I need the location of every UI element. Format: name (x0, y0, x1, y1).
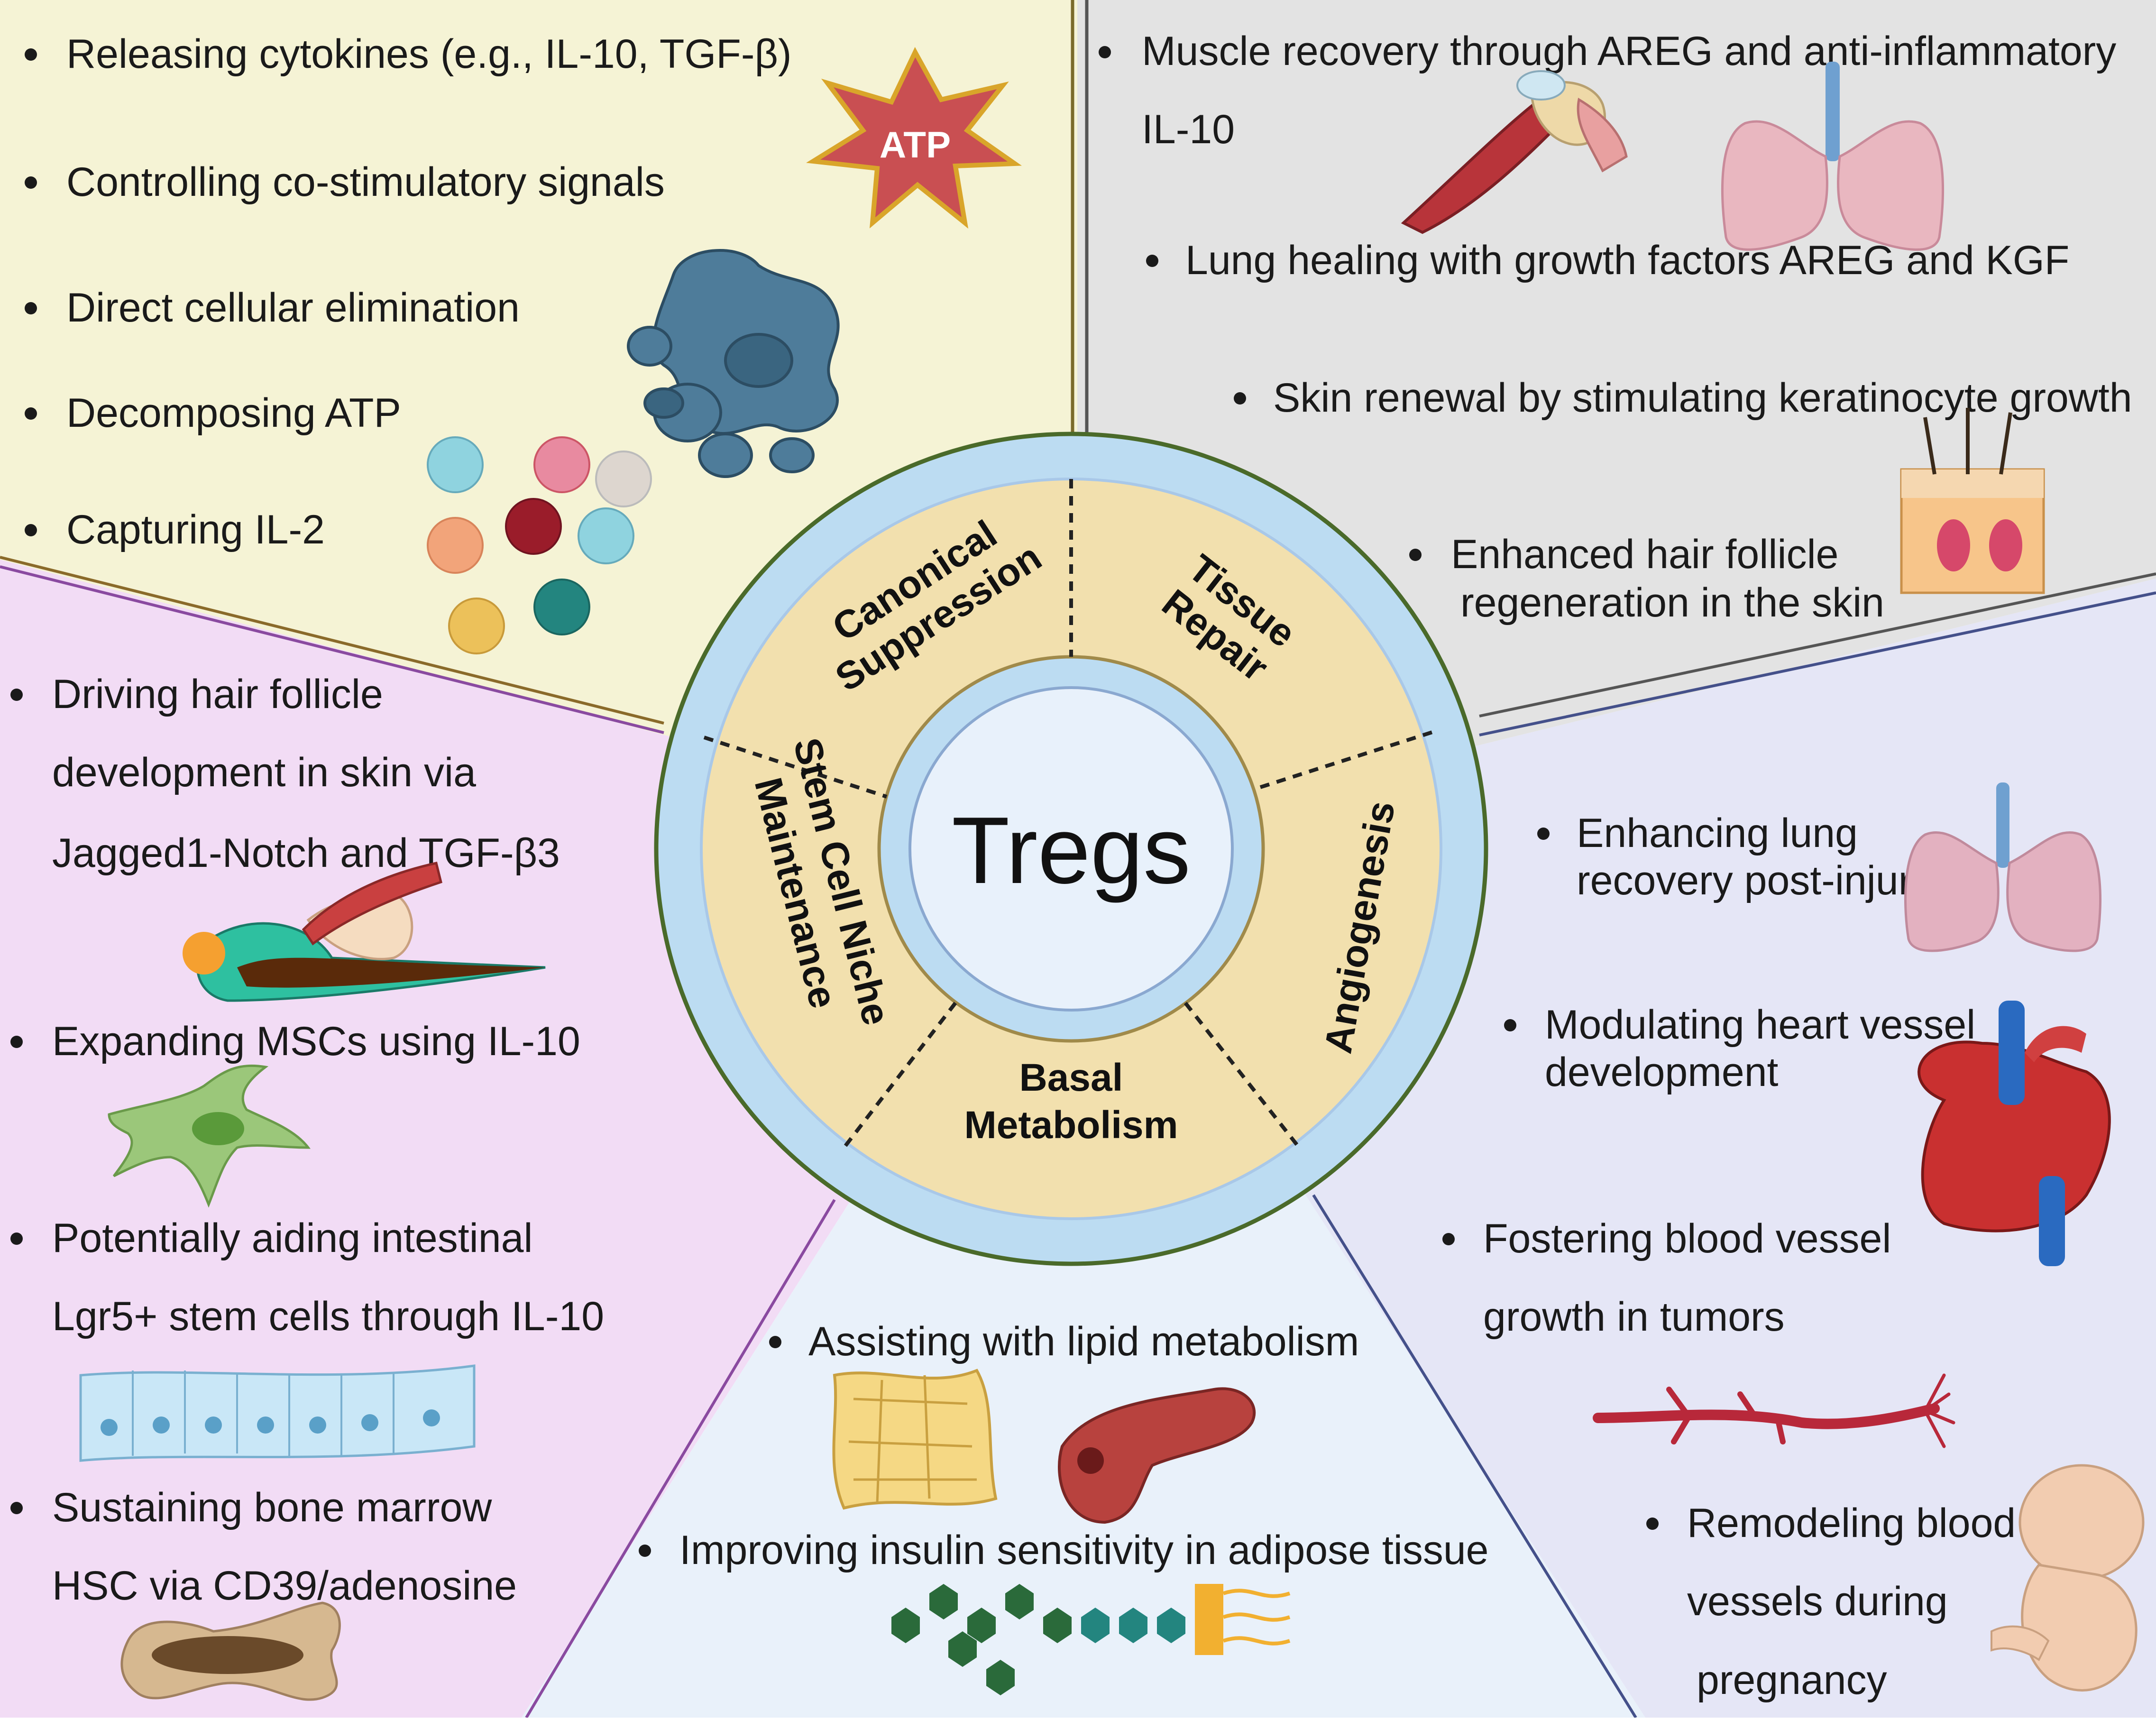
segment-basal-metabolism: Basal Metabolism (964, 1056, 1178, 1147)
bone-marrow-icon (120, 1601, 341, 1701)
item-intestinal-2: Lgr5+ stem cells through IL-10 (52, 1294, 604, 1339)
apoptotic-cell-icon (627, 248, 840, 478)
list-angiogenesis: Enhancing lung recovery post-injury Modu… (1442, 810, 2016, 1703)
item-lung-recovery-2: recovery post-injury (1577, 858, 1932, 903)
item-bone-marrow-2: HSC via CD39/adenosine (52, 1563, 517, 1609)
item-muscle-recovery-2: IL-10 (1142, 107, 1235, 152)
item-muscle-recovery-1: Muscle recovery through AREG and anti-in… (1142, 28, 2116, 74)
blood-vessel-icon (1593, 1373, 1955, 1448)
item-tumor-vessel-2: growth in tumors (1483, 1294, 1785, 1340)
muscle-joint-icon (1401, 70, 1628, 234)
item-lung-recovery-1: Enhancing lung (1577, 810, 1858, 856)
divider-bottom-right (1312, 1194, 1637, 1719)
item-intestinal-1: Potentially aiding intestinal (52, 1215, 533, 1261)
item-direct-elimination: Direct cellular elimination (66, 285, 520, 331)
item-hair-follicle-1: Driving hair follicle (52, 671, 383, 717)
cytokine-spheres-icon (427, 436, 652, 654)
atp-badge-icon: ATP (806, 47, 1022, 229)
panel-basal-metabolism (522, 844, 1645, 1718)
item-lipid-metabolism: Assisting with lipid metabolism (808, 1319, 1359, 1364)
item-expanding-mscs: Expanding MSCs using IL-10 (52, 1019, 580, 1064)
divider-left (0, 556, 664, 725)
atp-badge-label: ATP (880, 124, 951, 166)
segment-label-basal-1: Basal (1019, 1056, 1123, 1099)
item-capturing-il2: Capturing IL-2 (66, 507, 325, 552)
segment-label-basal-2: Metabolism (964, 1104, 1178, 1147)
heart-icon (1917, 1001, 2111, 1266)
item-decomposing-atp: Decomposing ATP (66, 390, 401, 436)
fetus-icon (1991, 1464, 2145, 1692)
list-basal-metabolism: Assisting with lipid metabolism Improvin… (639, 1319, 1488, 1573)
item-pregnancy-2: vessels during (1687, 1579, 1948, 1624)
lungs-icon-angiogenesis (1904, 782, 2102, 952)
item-hair-regeneration-1: Enhanced hair follicle (1451, 532, 1839, 577)
treg-wheel: Tregs Canonical Suppression Tissue Repai… (654, 432, 1488, 1266)
divider-right-lower (1479, 591, 2156, 736)
center-label: Tregs (952, 798, 1191, 903)
item-lung-healing: Lung healing with growth factors AREG an… (1185, 238, 2069, 283)
item-hair-follicle-2: development in skin via (52, 750, 476, 795)
lipid-molecule-icon (891, 1584, 1291, 1695)
hair-follicle-icon (183, 862, 546, 1002)
item-pregnancy-3: pregnancy (1697, 1657, 1887, 1703)
intestinal-epithelium-icon (79, 1364, 476, 1462)
item-costimulatory: Controlling co-stimulatory signals (66, 159, 665, 205)
divider-bottom-left (525, 1199, 836, 1719)
list-stem-cell-niche: Driving hair follicle development in ski… (10, 671, 604, 1609)
item-hair-regeneration-2: regeneration in the skin (1460, 580, 1884, 625)
item-releasing-cytokines: Releasing cytokines (e.g., IL-10, TGF-β) (66, 31, 792, 77)
pancreas-icon (1058, 1387, 1256, 1524)
divider-right (1479, 572, 2156, 717)
list-tissue-repair: Muscle recovery through AREG and anti-in… (1099, 28, 2132, 625)
item-insulin-sensitivity: Improving insulin sensitivity in adipose… (679, 1527, 1488, 1573)
adipose-tissue-icon (832, 1369, 998, 1510)
item-skin-renewal: Skin renewal by stimulating keratinocyte… (1273, 375, 2132, 421)
item-bone-marrow-1: Sustaining bone marrow (52, 1485, 492, 1530)
lungs-icon (1721, 62, 1945, 251)
divider-left-lower (0, 565, 664, 734)
msc-cell-icon (108, 1064, 311, 1208)
list-canonical-suppression: Releasing cytokines (e.g., IL-10, TGF-β)… (25, 31, 792, 552)
item-heart-vessel-1: Modulating heart vessel (1545, 1002, 1975, 1048)
skin-section-icon (1900, 408, 2045, 594)
item-pregnancy-1: Remodeling blood (1687, 1500, 2016, 1546)
item-heart-vessel-2: development (1545, 1049, 1779, 1095)
item-hair-follicle-3: Jagged1-Notch and TGF-β3 (52, 830, 560, 876)
item-tumor-vessel-1: Fostering blood vessel (1483, 1216, 1891, 1261)
